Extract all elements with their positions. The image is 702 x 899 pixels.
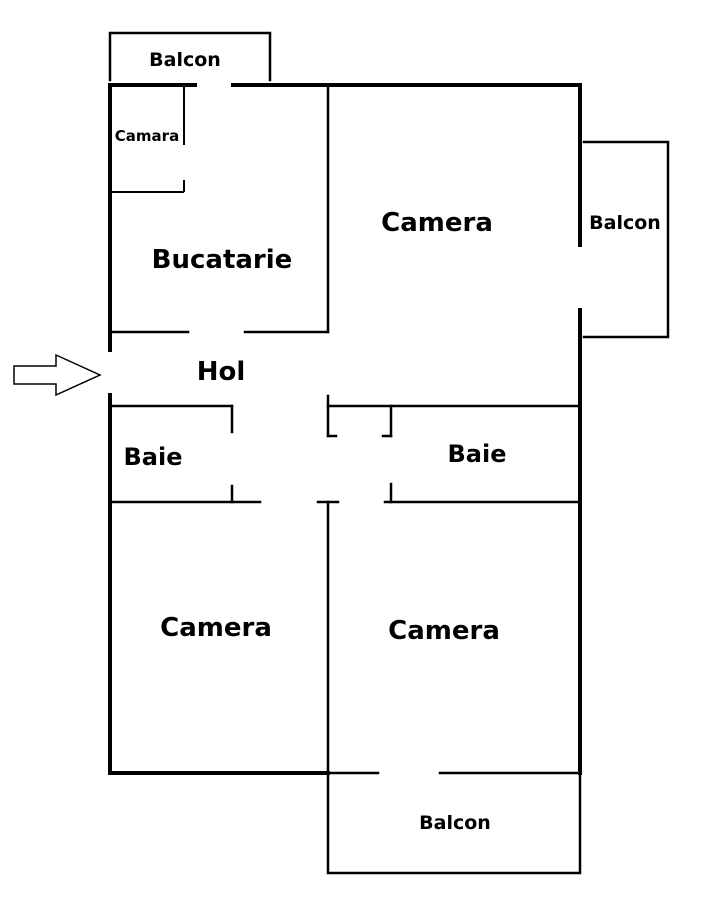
- hol-label: Hol: [197, 357, 246, 387]
- balcon-right-label: Balcon: [589, 212, 661, 234]
- bucatarie-label: Bucatarie: [152, 245, 293, 275]
- camara-walls: [112, 87, 185, 193]
- balcon-top-walls: [108, 31, 272, 82]
- baie-left-label: Baie: [124, 443, 183, 471]
- interior-walls: [108, 85, 582, 775]
- camera-top-right-label: Camera: [381, 208, 493, 238]
- entrance-arrow-icon: [13, 353, 102, 397]
- balcon-top-label: Balcon: [149, 49, 221, 71]
- outer-walls: [108, 83, 582, 775]
- balcon-bottom-label: Balcon: [419, 812, 491, 834]
- camera-bottom-left-label: Camera: [160, 613, 272, 643]
- camera-bottom-right-label: Camera: [388, 616, 500, 646]
- camara-label: Camara: [115, 127, 179, 145]
- balcon-right-walls: [582, 140, 670, 339]
- balcon-bottom-walls: [326, 771, 582, 875]
- baie-right-label: Baie: [448, 440, 507, 468]
